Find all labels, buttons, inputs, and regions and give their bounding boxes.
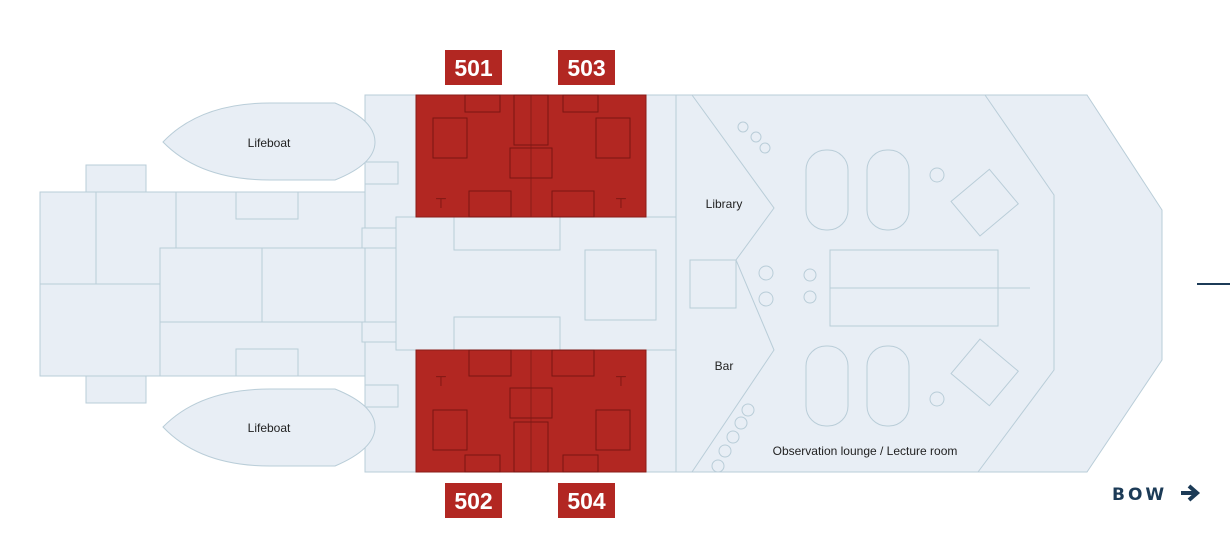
cabin-number: 501 [454, 55, 493, 81]
library-label: Library [706, 197, 743, 211]
lifeboat-top: Lifeboat [162, 102, 376, 181]
cabin-501[interactable]: ⊤ [415, 94, 532, 218]
shower-icon: ⊤ [435, 373, 447, 389]
aft-structure [39, 94, 691, 473]
cabin-number: 503 [567, 55, 605, 81]
lounge-furniture [711, 121, 1030, 473]
cabin-503[interactable]: ⊤ [509, 94, 647, 218]
shower-icon: ⊤ [615, 373, 627, 389]
cabin-tag-502[interactable]: 502 [445, 483, 502, 518]
stairs [85, 161, 399, 408]
cabin-tag-503[interactable]: 503 [558, 50, 615, 85]
cabin-502[interactable]: ⊤ [415, 349, 532, 473]
forward-hull [675, 94, 1163, 473]
shower-icon: ⊤ [435, 195, 447, 211]
cabin-tag-504[interactable]: 504 [558, 483, 615, 518]
lifeboat-label: Lifeboat [248, 136, 291, 150]
bow-label: BOW [1112, 485, 1167, 505]
cabin-number: 504 [567, 488, 606, 514]
cabin-504[interactable]: ⊤ [509, 349, 647, 473]
shower-icon: ⊤ [615, 195, 627, 211]
arrow-right-icon [1181, 484, 1201, 502]
bow-indicator: BOW [1112, 484, 1201, 505]
cabin-tag-501[interactable]: 501 [445, 50, 502, 85]
lifeboat-label: Lifeboat [248, 421, 291, 435]
cabin-number: 502 [454, 488, 492, 514]
lounge-label: Observation lounge / Lecture room [773, 444, 958, 458]
lifeboat-bottom: Lifeboat [162, 388, 376, 467]
bar-label: Bar [715, 359, 734, 373]
